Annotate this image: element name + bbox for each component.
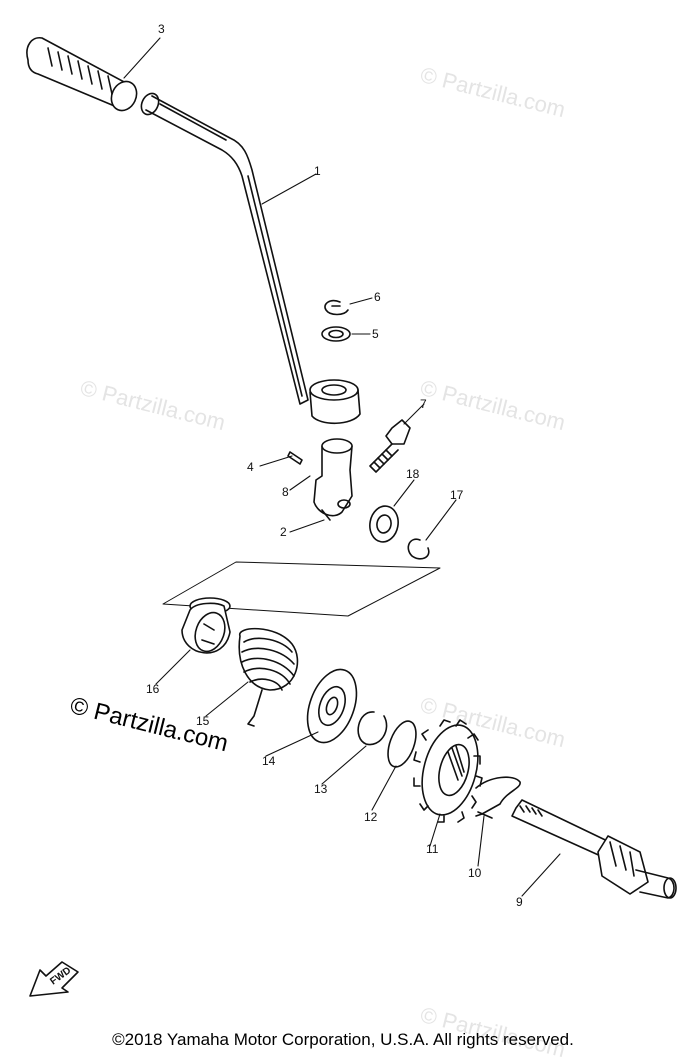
part-callout-13: 13 [314, 782, 328, 796]
copyright-notice: ©2018 Yamaha Motor Corporation, U.S.A. A… [112, 1030, 574, 1049]
part-callout-5: 5 [372, 327, 379, 341]
oil-seal-part [369, 505, 399, 543]
part-callout-8: 8 [282, 485, 289, 499]
bolt-part [369, 419, 411, 473]
kick-gear-part [413, 719, 483, 823]
kick-boss-part [313, 438, 353, 521]
assembly-outline [162, 561, 441, 617]
spring-guide-part [181, 597, 231, 654]
grip-part [26, 36, 138, 112]
kick-lever-part [140, 92, 309, 405]
part-callout-4: 4 [247, 460, 254, 474]
fwd-arrow-icon [29, 961, 79, 997]
kick-axle-part [511, 799, 677, 899]
circlip-part [407, 538, 430, 560]
circlip-part [357, 711, 388, 746]
part-callout-2: 2 [280, 525, 287, 539]
part-callout-12: 12 [364, 810, 378, 824]
washer-part [321, 326, 351, 342]
part-callout-16: 16 [146, 682, 160, 696]
part-callout-6: 6 [374, 290, 381, 304]
part-callout-11: 11 [426, 842, 439, 856]
part-callout-15: 15 [196, 714, 210, 728]
part-callout-7: 7 [420, 397, 427, 411]
part-callout-18: 18 [406, 467, 420, 481]
pin-part [287, 451, 303, 465]
part-callout-9: 9 [516, 895, 523, 909]
part-callout-10: 10 [468, 866, 482, 880]
e-clip-part [324, 299, 349, 316]
lever-boss-part [309, 379, 361, 425]
part-callout-1: 1 [314, 164, 321, 178]
part-callout-14: 14 [262, 754, 276, 768]
washer-part [387, 720, 417, 768]
part-callout-17: 17 [450, 488, 464, 502]
kick-spring-part [238, 627, 299, 727]
part-callout-3: 3 [158, 22, 165, 36]
ratchet-clip-part [475, 776, 521, 819]
leader-lines [123, 37, 561, 897]
spring-cover-part [306, 668, 358, 744]
